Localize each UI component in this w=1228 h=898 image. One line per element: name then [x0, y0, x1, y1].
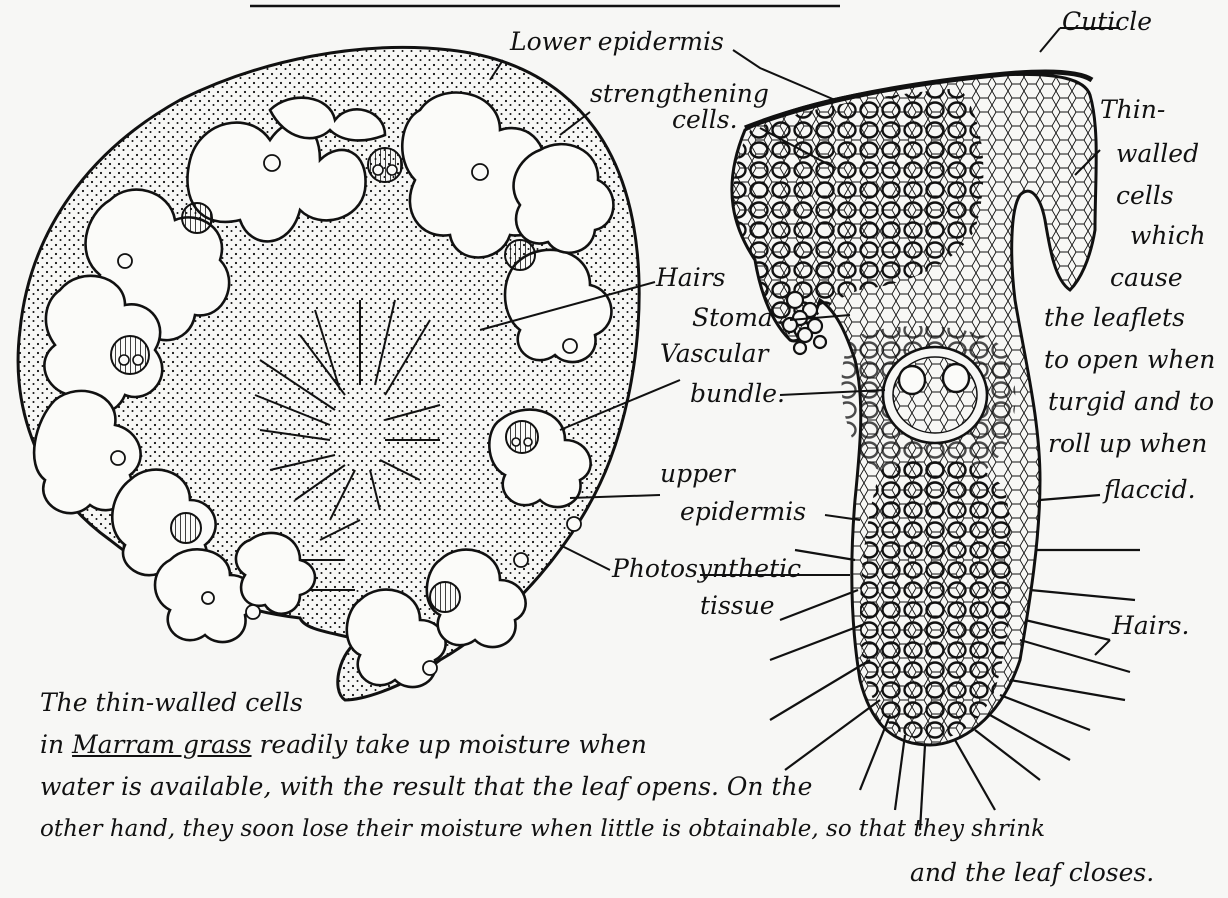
note-line-1: The thin-walled cells — [40, 688, 303, 718]
label-thin-walled-3: cells — [1116, 182, 1174, 210]
note-line-5: and the leaf closes. — [910, 858, 1154, 888]
label-upper-epidermis-1: upper — [660, 460, 735, 488]
label-thin-walled-1: Thin- — [1100, 96, 1165, 124]
label-thin-walled-4: which — [1130, 222, 1206, 250]
label-vascular-1: Vascular — [660, 340, 768, 368]
label-thin-walled-10: flaccid. — [1104, 476, 1196, 504]
note-line-2a: in — [40, 730, 72, 759]
label-thin-walled-5: cause — [1110, 264, 1183, 292]
label-cuticle: Cuticle — [1062, 8, 1152, 36]
label-thin-walled-9: roll up when — [1048, 430, 1207, 458]
label-thin-walled-7: to open when — [1044, 346, 1215, 374]
label-stoma: Stoma — [692, 304, 773, 332]
note-marram-grass: Marram grass — [72, 730, 251, 759]
label-strengthening-cells-1: strengthening — [590, 80, 769, 108]
label-photosynthetic-1: Photosynthetic — [612, 555, 801, 583]
label-strengthening-cells-2: cells. — [672, 106, 738, 134]
note-line-2: in Marram grass readily take up moisture… — [40, 730, 647, 760]
label-photosynthetic-2: tissue — [700, 592, 775, 620]
label-thin-walled-2: walled — [1116, 140, 1199, 168]
label-hairs-right: Hairs. — [1112, 612, 1189, 640]
label-thin-walled-8: turgid and to — [1048, 388, 1214, 416]
label-lower-epidermis: Lower epidermis — [510, 28, 724, 56]
label-vascular-2: bundle. — [690, 380, 785, 408]
label-hairs-left: Hairs — [656, 264, 725, 292]
note-line-4: other hand, they soon lose their moistur… — [40, 814, 1045, 844]
vascular-bundle — [883, 347, 987, 443]
note-line-2c: readily take up moisture when — [252, 730, 647, 759]
label-thin-walled-6: the leaflets — [1044, 304, 1185, 332]
label-upper-epidermis-2: epidermis — [680, 498, 806, 526]
note-line-3: water is available, with the result that… — [40, 772, 812, 802]
rolled-leaf-section — [18, 47, 639, 700]
